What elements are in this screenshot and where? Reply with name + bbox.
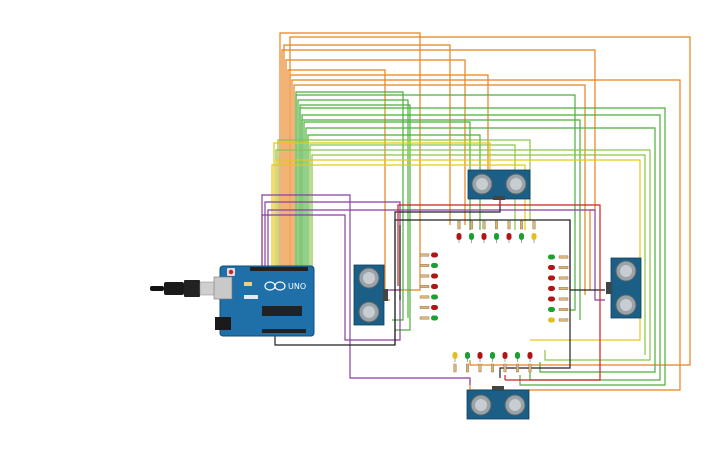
led-left-2[interactable]	[419, 263, 438, 268]
led-left-1[interactable]	[419, 252, 438, 258]
led-top-6[interactable]	[519, 220, 524, 243]
ultrasonic-sensor-left[interactable]	[353, 264, 388, 326]
led-bottom-5[interactable]	[502, 352, 508, 373]
led-layer	[419, 220, 569, 373]
led-group-right	[548, 254, 569, 323]
led-left-4[interactable]	[419, 284, 438, 289]
led-top-2[interactable]	[469, 220, 474, 243]
led-top-1[interactable]	[456, 220, 462, 243]
led-group-left	[419, 252, 438, 321]
ultrasonic-sensor-bottom[interactable]	[466, 386, 530, 420]
led-bottom-4[interactable]	[490, 352, 495, 373]
wire-bundle-black	[274, 195, 605, 378]
led-bottom-3[interactable]	[477, 352, 483, 373]
led-top-7[interactable]	[531, 220, 537, 243]
led-group-top	[456, 220, 537, 243]
wire-bundle-purple	[261, 194, 605, 385]
power-jack	[215, 317, 231, 330]
led-left-3[interactable]	[419, 273, 438, 279]
wire-bundle-lightgreen	[275, 139, 651, 361]
led-right-2[interactable]	[548, 265, 569, 270]
analog-header	[262, 329, 306, 333]
arduino-board[interactable]: UNO	[213, 265, 315, 337]
led-right-6[interactable]	[548, 307, 569, 312]
wire-bundle-green	[295, 91, 666, 386]
led-left-6[interactable]	[419, 305, 438, 310]
led-left-7[interactable]	[419, 315, 438, 321]
led-bottom-2[interactable]	[465, 352, 470, 373]
uno-label: UNO	[288, 282, 306, 291]
led-right-5[interactable]	[548, 296, 569, 302]
led-right-1[interactable]	[548, 254, 569, 260]
led-top-5[interactable]	[506, 220, 512, 243]
digital-header	[250, 267, 308, 271]
arduino-logo-icon	[264, 281, 286, 291]
usb-port	[213, 276, 233, 300]
microcontroller-chip	[262, 306, 302, 316]
led-bottom-1[interactable]	[452, 352, 458, 373]
usb-cable	[150, 280, 217, 297]
led-left-5[interactable]	[419, 294, 438, 300]
ultrasonic-sensor-top[interactable]	[467, 169, 531, 200]
led-top-3[interactable]	[481, 220, 487, 243]
led-top-4[interactable]	[494, 220, 499, 243]
led-bottom-6[interactable]	[515, 352, 520, 373]
led-right-7[interactable]	[548, 317, 569, 323]
led-bottom-7[interactable]	[527, 352, 533, 373]
led-right-3[interactable]	[548, 275, 569, 281]
led-group-bottom	[452, 352, 533, 373]
ultrasonic-sensor-right[interactable]	[606, 257, 642, 319]
led-right-4[interactable]	[548, 286, 569, 291]
